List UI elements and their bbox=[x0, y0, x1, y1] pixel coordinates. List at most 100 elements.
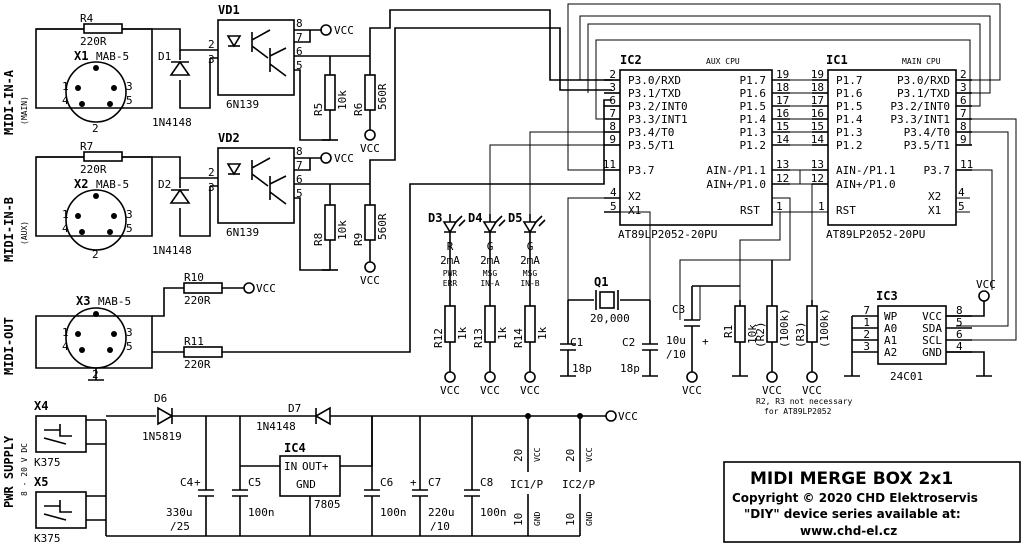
r8-ref: R8 bbox=[312, 233, 325, 246]
ic1-right-pin-4-name: P3.4/T0 bbox=[904, 126, 950, 139]
ic3-right-pin-3-num: 4 bbox=[956, 340, 963, 353]
midi-out-label: MIDI-OUT bbox=[2, 317, 16, 375]
x1-din-socket bbox=[65, 61, 127, 123]
ic1-right-pin-6-num: 11 bbox=[960, 158, 973, 171]
ic1-right-pin-2-name: P3.2/INT0 bbox=[890, 100, 950, 113]
x3-type: MAB-5 bbox=[98, 295, 131, 308]
ic1-right-pin-3-name: P3.3/INT1 bbox=[890, 113, 950, 126]
ic2-left-pin-3-name: P3.3/INT1 bbox=[628, 113, 688, 126]
ic2-right-pin-7-num: 12 bbox=[776, 172, 789, 185]
vd1-ref: VD1 bbox=[218, 3, 240, 17]
ic2-right-pin-6-num: 13 bbox=[776, 158, 789, 171]
ic1p-label: IC1/P bbox=[510, 478, 543, 491]
ic1-left-pin-7-num: 12 bbox=[811, 172, 824, 185]
reset-section: C3 + 10u /10 VCC R1 10k (R2) (100k) (R3)… bbox=[666, 260, 853, 416]
c4-value2: /25 bbox=[170, 520, 190, 533]
vd2-pin3: 3 bbox=[208, 181, 215, 194]
x3-pin5: 5 bbox=[126, 340, 133, 353]
ic1-left-pin-7-name: AIN+/P1.0 bbox=[836, 178, 896, 191]
c8-value: 100n bbox=[480, 506, 507, 519]
ic2-left-pin-4-name: P3.4/T0 bbox=[628, 126, 674, 139]
ic2-right-pin-4-name: P1.3 bbox=[740, 126, 767, 139]
led-1-fn1: MSG bbox=[483, 269, 498, 278]
ic2-right-pin-7-name: AIN+/P1.0 bbox=[706, 178, 766, 191]
x2-pin3: 3 bbox=[126, 208, 133, 221]
c6-value: 100n bbox=[380, 506, 407, 519]
led-0-vcc: VCC bbox=[440, 384, 460, 397]
ic2-left-pin-2-name: P3.2/INT0 bbox=[628, 100, 688, 113]
ic1-right-pin-4-num: 8 bbox=[960, 120, 967, 133]
ic1-left-pin-6-name: AIN-/P1.1 bbox=[836, 164, 896, 177]
x2-din-socket bbox=[65, 189, 127, 251]
led-0-fn2: ERR bbox=[443, 279, 458, 288]
ic3-vcc: VCC bbox=[976, 278, 996, 291]
x3-pin3: 3 bbox=[126, 326, 133, 339]
crystal-section: Q1 20,000 C1 18p C2 18p bbox=[560, 275, 658, 377]
d7-value: 1N4148 bbox=[256, 420, 296, 433]
ic3-right-pin-0-name: VCC bbox=[922, 310, 942, 323]
r3-value: (100k) bbox=[818, 308, 831, 348]
ic1-left-pin-4-num: 15 bbox=[811, 120, 824, 133]
ic2-x2-num: 4 bbox=[610, 186, 617, 199]
vd1-vcc: VCC bbox=[334, 24, 354, 37]
x1-pin4: 4 bbox=[62, 94, 69, 107]
ic2-x1-num: 5 bbox=[610, 200, 617, 213]
r11-value: 220R bbox=[184, 358, 211, 371]
ic1-tag: MAIN CPU bbox=[902, 57, 941, 66]
ic3-right-pin-3-name: GND bbox=[922, 346, 942, 359]
vd1-part: 6N139 bbox=[226, 98, 259, 111]
led-1-current: 2mA bbox=[480, 254, 500, 267]
ic2-right-pin-2-num: 17 bbox=[776, 94, 789, 107]
ic2-left-pin-5-num: 9 bbox=[609, 133, 616, 146]
midi-in-b-sublabel: (AUX) bbox=[20, 221, 29, 245]
ic1-part: AT89LP2052-20PU bbox=[826, 228, 925, 241]
ic3-right-pin-2-num: 6 bbox=[956, 328, 963, 341]
vd2-optocoupler: VD2 6N139 2 3 8 7 6 5 VCC bbox=[208, 131, 370, 271]
ic3-left-pin-1-num: 1 bbox=[863, 316, 870, 329]
led-0-fn1: PWR bbox=[443, 269, 458, 278]
supply-vcc: VCC bbox=[618, 410, 638, 423]
led-0-color: R bbox=[447, 240, 454, 253]
c1-ref: C1 bbox=[570, 336, 583, 349]
led-2-fn2: IN-B bbox=[520, 279, 539, 288]
r9-value: 560R bbox=[376, 213, 389, 240]
vd2-pin7: 7 bbox=[296, 159, 303, 172]
ic1-right-pin-0-name: P3.0/RXD bbox=[897, 74, 950, 87]
r8-r9: R8 10k R9 560R VCC bbox=[312, 27, 612, 287]
x2-type: MAB-5 bbox=[96, 178, 129, 191]
x5-ref: X5 bbox=[34, 475, 48, 489]
x1-ref: X1 bbox=[74, 49, 88, 63]
pwr-sublabel: 8 - 20 V DC bbox=[20, 443, 29, 496]
ic2-right-pin-2-name: P1.5 bbox=[740, 100, 767, 113]
vd1-optocoupler: VD1 6N139 2 3 8 7 6 5 VCC bbox=[208, 3, 370, 141]
led-1-resistor-ref: R13 bbox=[472, 328, 485, 348]
ic2-left-pin-5-name: P3.5/T1 bbox=[628, 139, 674, 152]
led-2-fn1: MSG bbox=[523, 269, 538, 278]
ic2-x1: X1 bbox=[628, 204, 641, 217]
d6-value: 1N5819 bbox=[142, 430, 182, 443]
c5-value: 100n bbox=[248, 506, 275, 519]
d6-ref: D6 bbox=[154, 392, 167, 405]
d2-part: 1N4148 bbox=[152, 244, 192, 257]
led-2-ref: D5 bbox=[508, 211, 522, 225]
x4-ref: X4 bbox=[34, 399, 48, 413]
c4-plus: + bbox=[194, 476, 201, 489]
x1-pin1: 1 bbox=[62, 80, 69, 93]
led-1-fn2: IN-A bbox=[480, 279, 499, 288]
ic2-left-pin-4-num: 8 bbox=[609, 120, 616, 133]
ic1-right-pin-1-num: 3 bbox=[960, 81, 967, 94]
ic3-left-pin-0-name: WP bbox=[884, 310, 898, 323]
led-1-resistor-value: 1k bbox=[496, 326, 509, 340]
r4-ref: R4 bbox=[80, 12, 94, 25]
ic2-right-pin-1-num: 18 bbox=[776, 81, 789, 94]
led-2-current: 2mA bbox=[520, 254, 540, 267]
x3-pin4: 4 bbox=[62, 340, 69, 353]
ic3-right-pin-1-name: SDA bbox=[922, 322, 942, 335]
x2-ref: X2 bbox=[74, 177, 88, 191]
ic2-left-pin-0-name: P3.0/RXD bbox=[628, 74, 681, 87]
ic1-left-pin-0-num: 19 bbox=[811, 68, 824, 81]
